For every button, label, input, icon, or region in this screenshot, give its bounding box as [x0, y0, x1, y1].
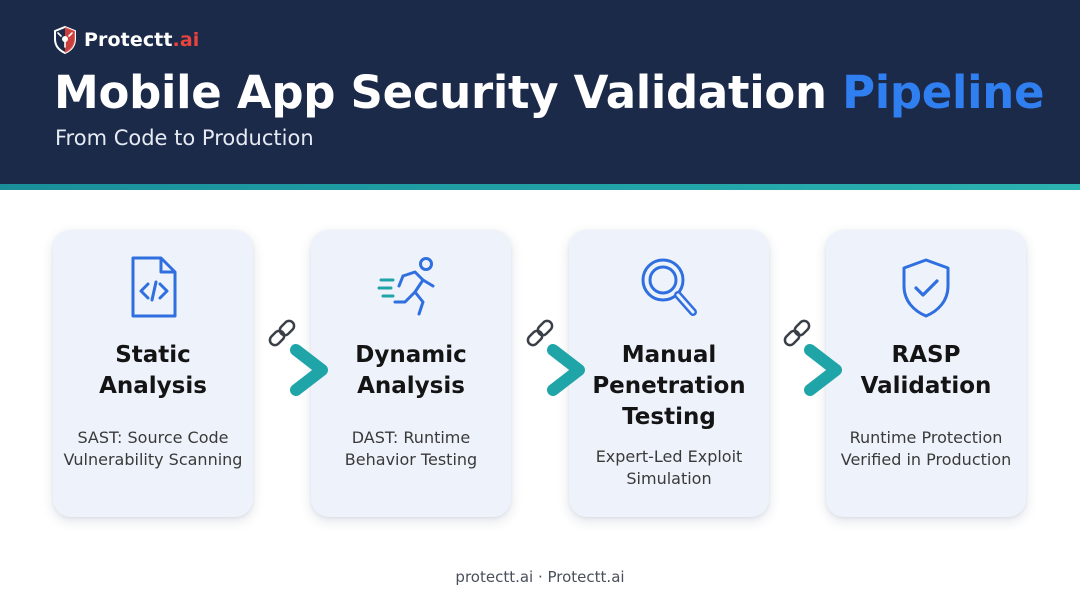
brand-name: Protectt.ai — [84, 29, 200, 51]
arrow-right-icon — [493, 344, 585, 396]
arrow-right-icon — [236, 344, 328, 396]
shield-logo-icon — [54, 25, 76, 55]
page-subtitle: From Code to Production — [55, 126, 314, 150]
title-accent: Pipeline — [842, 66, 1045, 119]
magnifier-icon — [641, 258, 697, 316]
brand: Protectt.ai — [52, 24, 199, 56]
header-banner: Protectt.ai Mobile App Security Validati… — [0, 0, 1080, 186]
arrow-right-icon — [750, 344, 842, 396]
page-title: Mobile App Security Validation Pipeline — [54, 66, 1045, 119]
footer-text: protectt.ai · Protectt.ai — [455, 568, 625, 586]
link-icon — [268, 319, 296, 347]
shield-check-icon — [902, 258, 950, 318]
header-divider-stripe — [0, 184, 1080, 190]
code-file-icon — [131, 256, 177, 318]
link-icon — [783, 319, 811, 347]
link-icon — [526, 319, 554, 347]
running-person-icon — [377, 257, 435, 316]
